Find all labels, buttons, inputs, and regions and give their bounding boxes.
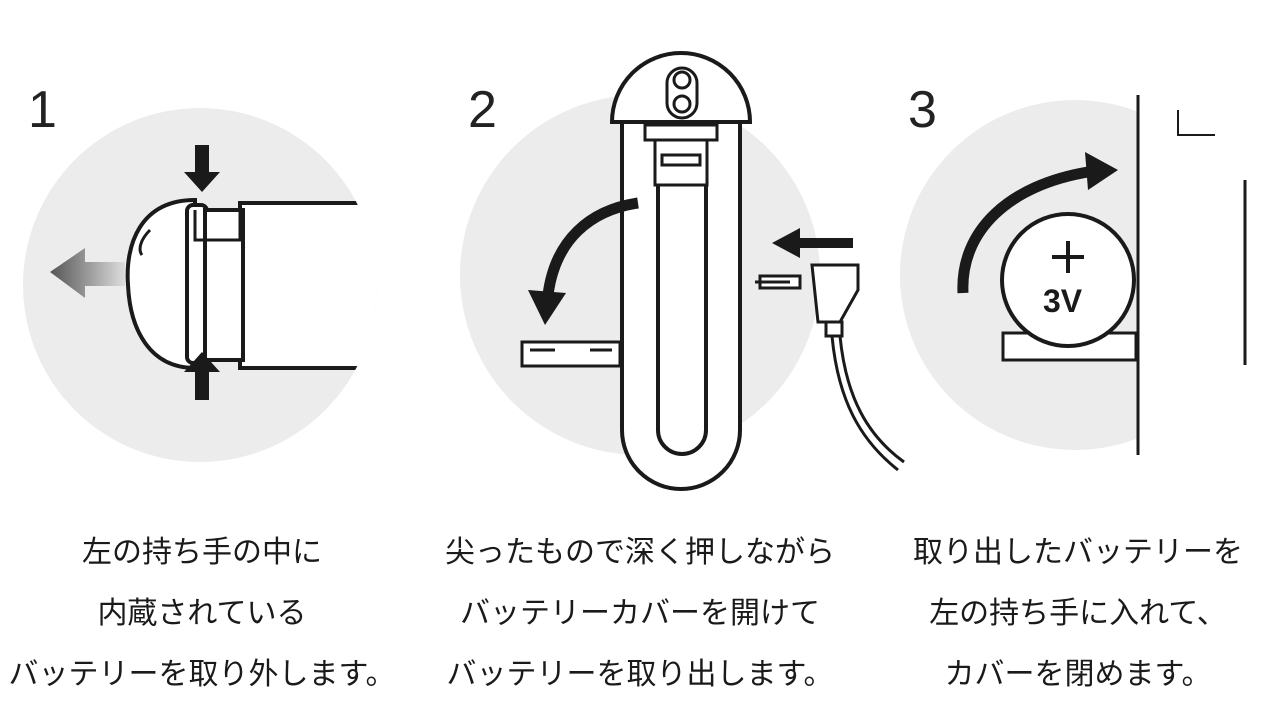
step3-illustration [900, 90, 1286, 460]
insert-rotate-arrow-icon [957, 166, 1089, 294]
step2-caption: 尖ったもので深く押しながら バッテリーカバーを開けて バッテリーを取り出します。 [430, 522, 850, 705]
caption-line: バッテリーを取り出します。 [446, 657, 834, 692]
open-arrow-icon [542, 197, 639, 296]
caption-line: バッテリーを取り外します。 [8, 657, 396, 692]
battery-voltage-label: 3V [1043, 283, 1083, 319]
caption-line: 内蔵されている [97, 596, 307, 631]
caption-line: バッテリーカバーを開けて [460, 596, 820, 631]
audio-plug [755, 274, 802, 290]
press-arrow-down-icon [184, 145, 220, 192]
battery-cover [520, 340, 622, 368]
cable [830, 335, 905, 472]
step1-illustration [23, 108, 377, 462]
step2-illustration [460, 51, 905, 491]
caption-line: 左の持ち手に入れて、 [929, 596, 1227, 631]
caption-line: カバーを閉めます。 [944, 657, 1212, 692]
pull-arrow-icon [50, 248, 125, 298]
step2-number: 2 [468, 81, 497, 139]
plus-sign [1052, 241, 1084, 273]
coin-battery [1000, 212, 1136, 348]
press-arrow-up-icon [184, 352, 220, 400]
step3-caption: 取り出したバッテリーを 左の持ち手に入れて、 カバーを閉めます。 [868, 522, 1286, 705]
caption-line: 取り出したバッテリーを [913, 535, 1243, 570]
caption-line: 左の持ち手の中に [82, 535, 322, 570]
handle-cap [125, 197, 197, 371]
step1-number: 1 [28, 81, 57, 139]
insert-arrow-icon [772, 228, 853, 258]
caption-line: 尖ったもので深く押しながら [445, 535, 835, 570]
step3-number: 3 [908, 81, 937, 139]
step1-caption: 左の持ち手の中に 内蔵されている バッテリーを取り外します。 [0, 522, 412, 705]
